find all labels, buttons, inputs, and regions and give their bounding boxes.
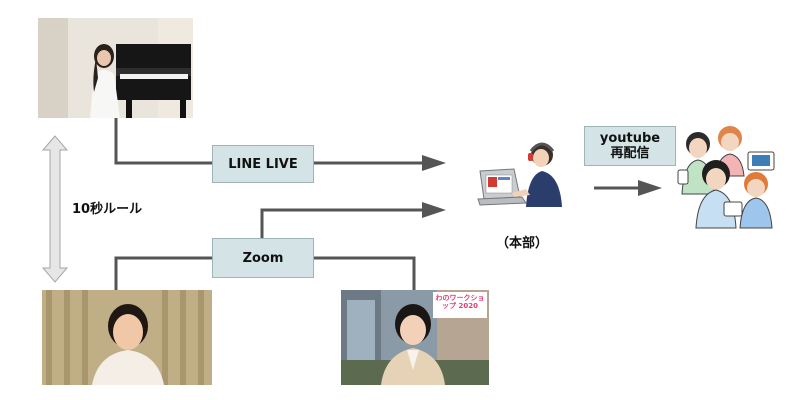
host-photo: わのワークショップ 2020	[341, 290, 489, 385]
line-live-connector	[114, 118, 424, 165]
laptop-operator-illustration	[470, 135, 570, 215]
double-arrow-icon	[41, 135, 69, 283]
event-banner-text: わのワークショップ 2020	[435, 294, 485, 310]
zoom-text: Zoom	[242, 250, 284, 266]
zoom-connector-up	[260, 208, 424, 238]
line-live-label: LINE LIVE	[212, 145, 314, 183]
performer-photo	[42, 290, 212, 385]
youtube-text: youtube	[599, 131, 661, 146]
ten-second-rule-label: 10秒ルール	[72, 202, 143, 217]
rebroadcast-text: 再配信	[610, 146, 650, 161]
line-live-arrowhead	[422, 155, 446, 171]
audience-group-illustration	[672, 124, 787, 229]
zoom-connector-right	[313, 256, 416, 290]
zoom-connector-left	[114, 256, 212, 290]
line-live-text: LINE LIVE	[228, 156, 298, 172]
pianist-photo	[38, 18, 193, 118]
youtube-label: youtube 再配信	[584, 126, 676, 166]
youtube-arrowhead	[638, 180, 662, 196]
zoom-label: Zoom	[212, 238, 314, 278]
headquarters-label: （本部）	[496, 236, 549, 251]
zoom-arrowhead	[422, 202, 446, 218]
